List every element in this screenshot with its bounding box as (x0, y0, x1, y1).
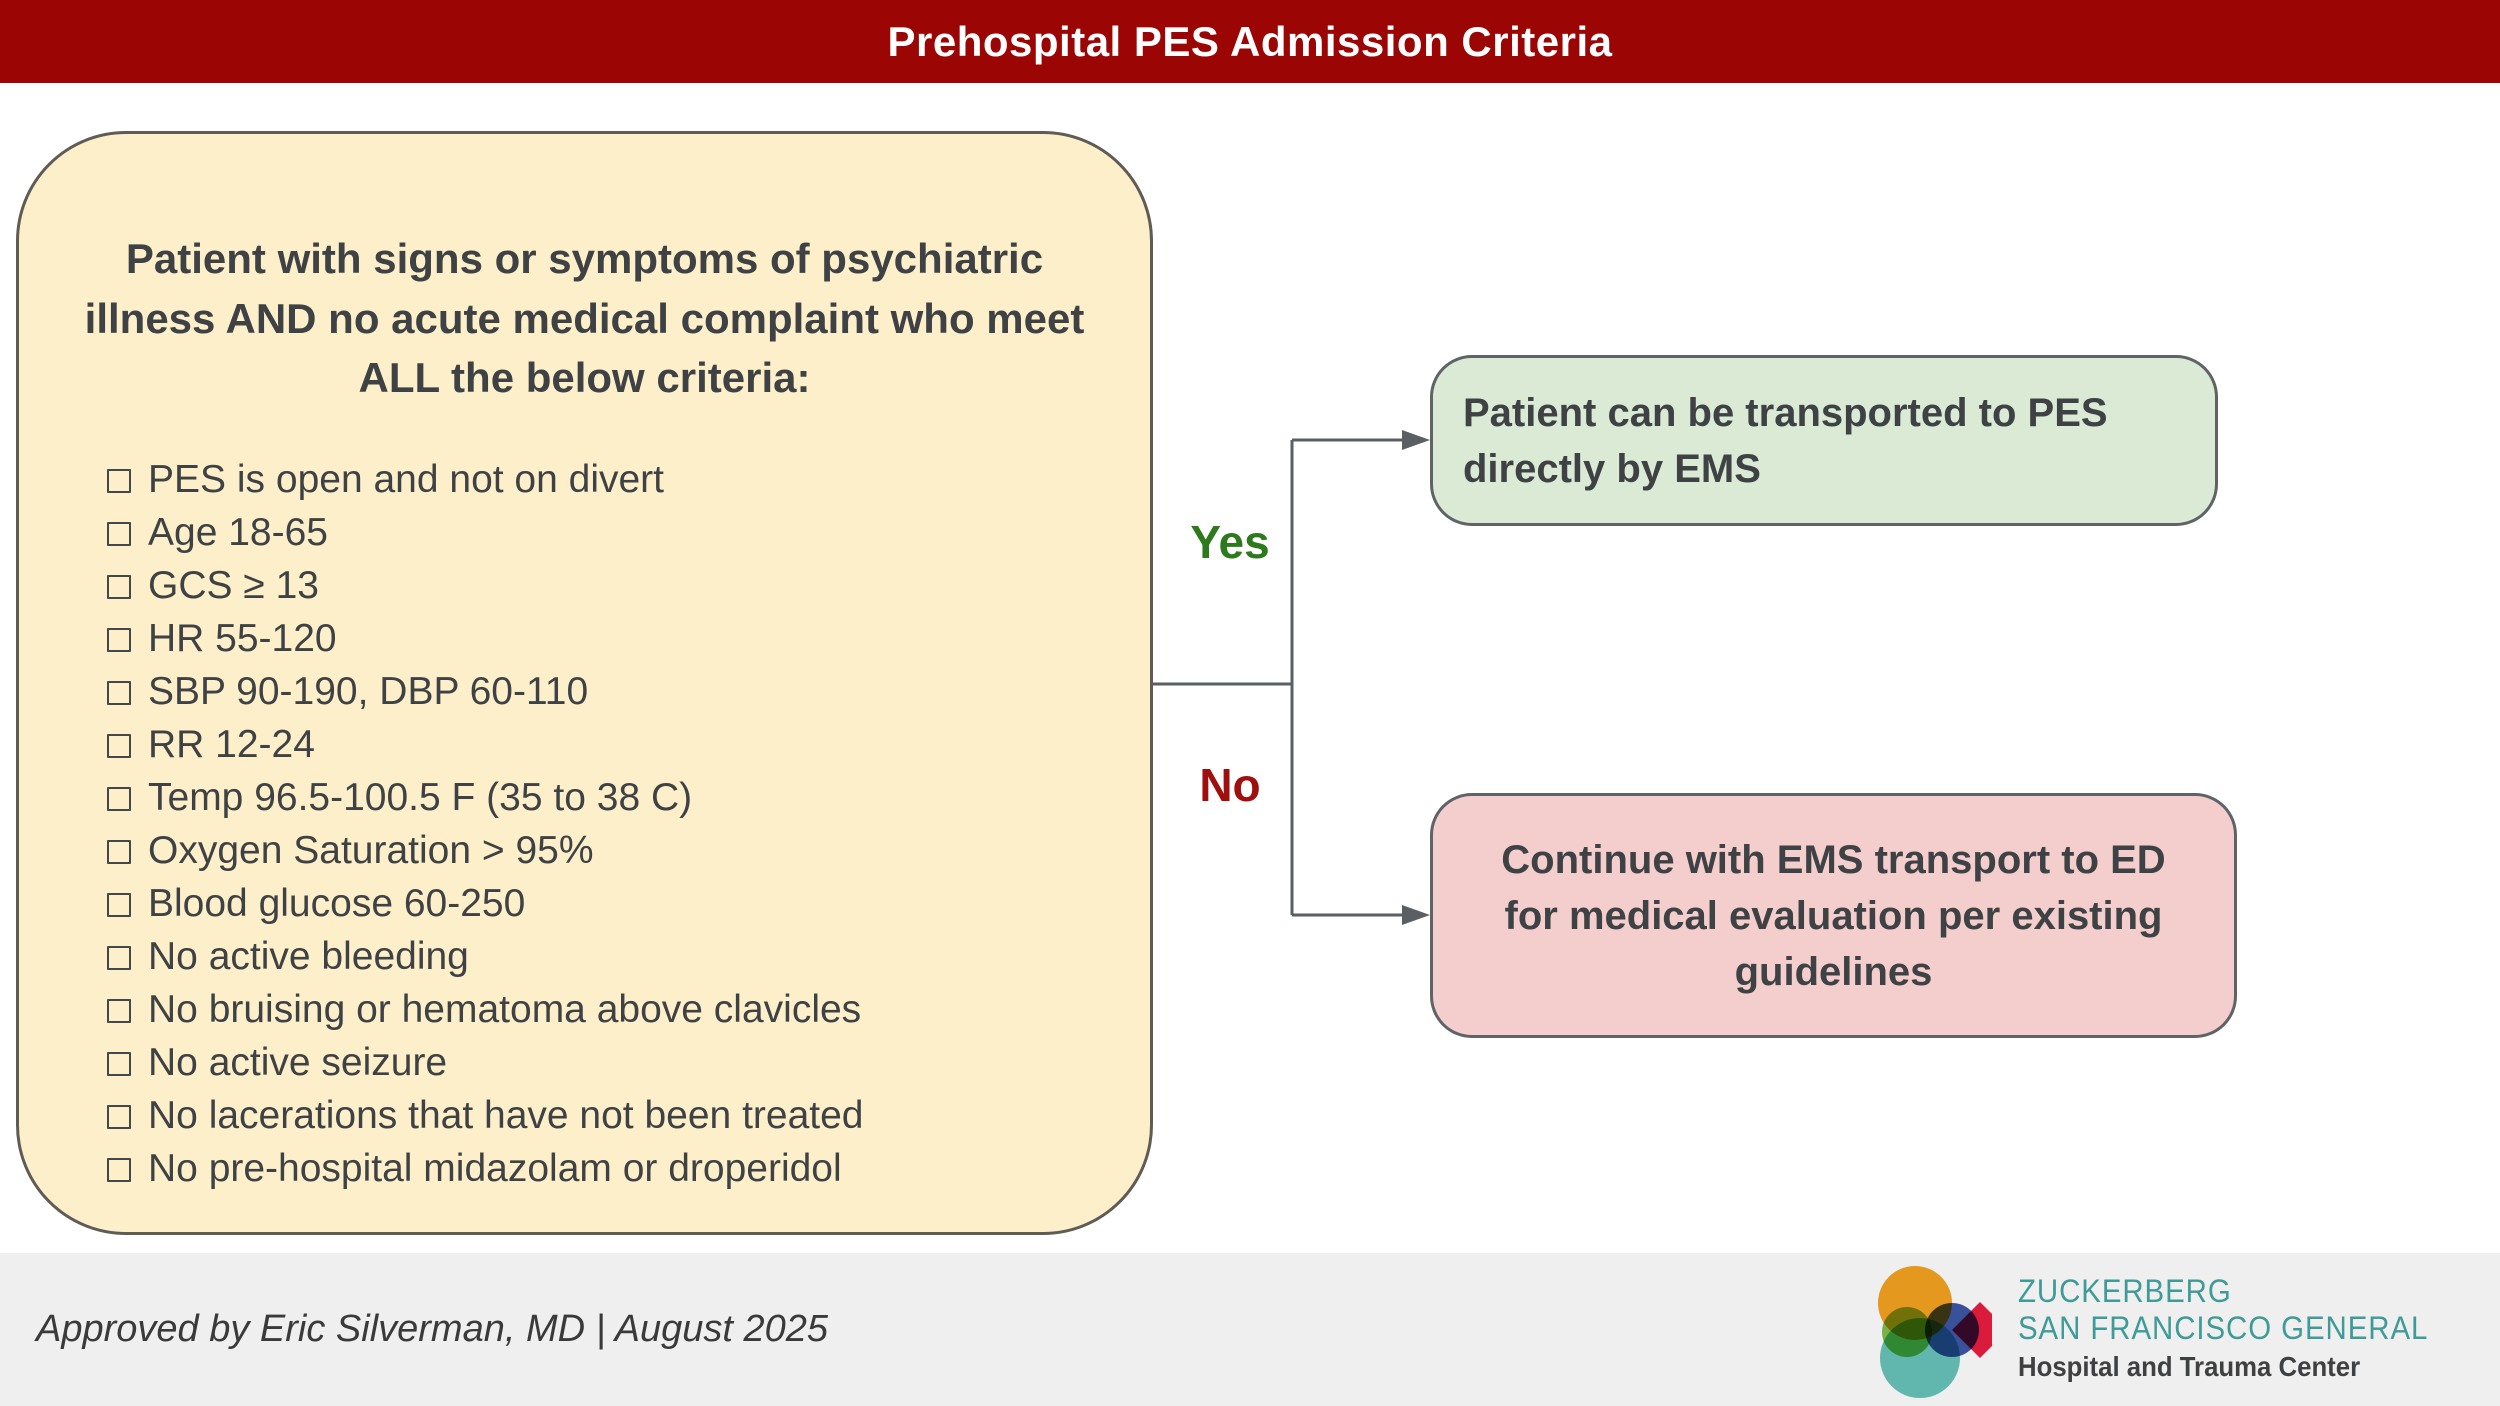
outcome-box-no: Continue with EMS transport to ED for me… (1430, 793, 2237, 1038)
outcome-box-yes: Patient can be transported to PES direct… (1430, 355, 2218, 526)
outcome-yes-text: Patient can be transported to PES direct… (1463, 390, 2108, 491)
title-banner: Prehospital PES Admission Criteria (0, 0, 2500, 83)
criteria-item: Age 18-65 (107, 507, 1110, 560)
criteria-item-label: No lacerations that have not been treate… (148, 1094, 864, 1138)
criteria-item-label: No active seizure (148, 1041, 448, 1085)
criteria-item-label: SBP 90-190, DBP 60-110 (148, 670, 589, 714)
arrowhead-yes-icon (1402, 430, 1430, 450)
criteria-item-label: Oxygen Saturation > 95% (148, 829, 594, 873)
logo-name-line1: ZUCKERBERG (2018, 1272, 2232, 1309)
criteria-item: No lacerations that have not been treate… (107, 1090, 1110, 1143)
criteria-item: No active bleeding (107, 931, 1110, 984)
outcome-no-text: Continue with EMS transport to ED for me… (1501, 837, 2166, 994)
criteria-item: PES is open and not on divert (107, 454, 1110, 507)
criteria-item: No pre-hospital midazolam or droperidol (107, 1143, 1110, 1196)
arrowhead-no-icon (1402, 905, 1430, 925)
criteria-item-label: No active bleeding (148, 935, 469, 979)
checkbox-icon (107, 999, 131, 1024)
logo-tagline: Hospital and Trauma Center (2018, 1350, 2361, 1382)
checkbox-icon (107, 1158, 131, 1183)
checkbox-icon (107, 681, 131, 706)
checkbox-icon (107, 1052, 131, 1077)
logo-name-line2: SAN FRANCISCO GENERAL (2018, 1309, 2429, 1346)
checkbox-icon (107, 575, 131, 600)
criteria-item: RR 12-24 (107, 719, 1110, 772)
criteria-item: HR 55-120 (107, 613, 1110, 666)
criteria-item-label: No bruising or hematoma above clavicles (148, 988, 862, 1032)
criteria-item-label: Temp 96.5-100.5 F (35 to 38 C) (148, 776, 693, 820)
criteria-heading: Patient with signs or symptoms of psychi… (84, 235, 1085, 402)
connector-lines (1153, 438, 1404, 917)
criteria-item: Blood glucose 60-250 (107, 878, 1110, 931)
checkbox-icon (107, 522, 131, 547)
checkbox-icon (107, 787, 131, 812)
footer-bar: Approved by Eric Silverman, MD | August … (0, 1253, 2500, 1406)
criteria-item: GCS ≥ 13 (107, 560, 1110, 613)
criteria-item-label: RR 12-24 (148, 723, 315, 767)
no-branch-label: No (1199, 759, 1261, 811)
criteria-item: No active seizure (107, 1037, 1110, 1090)
checkbox-icon (107, 1105, 131, 1130)
criteria-item: SBP 90-190, DBP 60-110 (107, 666, 1110, 719)
yes-branch-label: Yes (1190, 516, 1270, 568)
criteria-item: Oxygen Saturation > 95% (107, 825, 1110, 878)
criteria-item-label: Age 18-65 (148, 511, 328, 555)
page-title: Prehospital PES Admission Criteria (887, 17, 1613, 65)
hospital-logo: ZUCKERBERG SAN FRANCISCO GENERAL Hospita… (1868, 1261, 2464, 1399)
criteria-item: No bruising or hematoma above clavicles (107, 984, 1110, 1037)
hospital-logo-icon (1878, 1265, 1993, 1398)
criteria-item-label: GCS ≥ 13 (148, 564, 319, 608)
criteria-list: PES is open and not on divert Age 18-65 … (107, 454, 1110, 1196)
logo-green-circle (1882, 1306, 1933, 1357)
checkbox-icon (107, 628, 131, 653)
logo-red-diamond (1952, 1301, 1993, 1358)
criteria-box: Patient with signs or symptoms of psychi… (16, 131, 1153, 1235)
hospital-logo-text: ZUCKERBERG SAN FRANCISCO GENERAL Hospita… (2018, 1273, 2428, 1387)
criteria-item: Temp 96.5-100.5 F (35 to 38 C) (107, 772, 1110, 825)
criteria-item-label: HR 55-120 (148, 617, 337, 661)
approval-text: Approved by Eric Silverman, MD | August … (36, 1308, 829, 1350)
checkbox-icon (107, 840, 131, 865)
checkbox-icon (107, 734, 131, 759)
criteria-item-label: PES is open and not on divert (148, 458, 665, 502)
criteria-item-label: No pre-hospital midazolam or droperidol (148, 1147, 842, 1191)
checkbox-icon (107, 469, 131, 494)
criteria-item-label: Blood glucose 60-250 (148, 882, 526, 926)
checkbox-icon (107, 946, 131, 971)
checkbox-icon (107, 893, 131, 918)
